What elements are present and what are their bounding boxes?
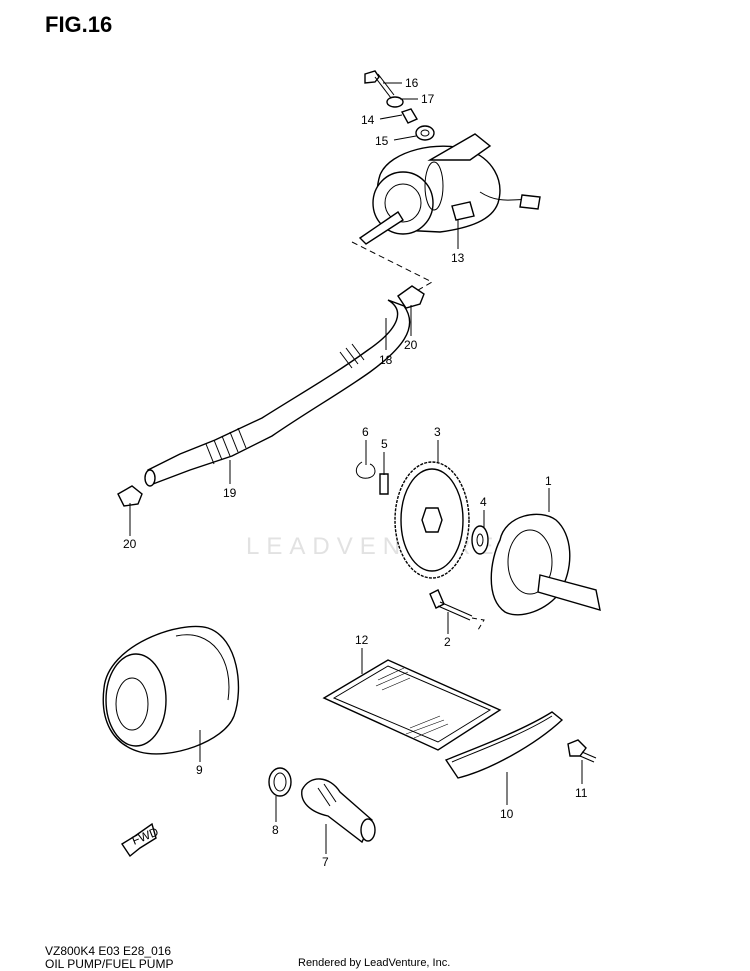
oil-strainer[interactable]	[322, 659, 502, 751]
oil-filter[interactable]	[102, 625, 240, 755]
oil-pump-group[interactable]	[355, 461, 601, 631]
fuel-hose[interactable]	[117, 285, 425, 507]
callout-12: 12	[355, 633, 369, 647]
callout-3: 3	[434, 425, 441, 439]
callout-10: 10	[500, 807, 514, 821]
gasket[interactable]	[444, 711, 564, 779]
callout-20b: 20	[123, 537, 137, 551]
callout-16: 16	[405, 76, 419, 90]
callout-9: 9	[196, 763, 203, 777]
section-name: OIL PUMP/FUEL PUMP	[45, 957, 174, 971]
figure-title: FIG.16	[45, 12, 113, 37]
callout-18: 18	[379, 353, 393, 367]
callout-19: 19	[223, 486, 237, 500]
callout-11: 11	[575, 786, 588, 800]
fuel-pump-assembly[interactable]	[351, 70, 541, 298]
callout-15: 15	[375, 134, 389, 148]
callout-labels: 16 17 14 15 13 20 18 6 5 3 4 1 19 20 2 1…	[123, 76, 588, 869]
rendered-by-credit: Rendered by LeadVenture, Inc.	[298, 957, 451, 969]
callout-4: 4	[480, 495, 487, 509]
callout-13: 13	[451, 251, 465, 265]
callout-5: 5	[381, 437, 388, 451]
callout-8: 8	[272, 823, 279, 837]
callout-2: 2	[444, 635, 451, 649]
o-ring[interactable]	[268, 767, 292, 797]
callout-20a: 20	[404, 338, 418, 352]
leader-lines	[129, 82, 583, 854]
callout-17: 17	[421, 92, 435, 106]
model-code: VZ800K4 E03 E28_016	[45, 944, 172, 958]
callout-6: 6	[362, 425, 369, 439]
callout-1: 1	[545, 474, 552, 488]
callout-7: 7	[322, 855, 329, 869]
callout-14: 14	[361, 113, 375, 127]
union-bolt[interactable]	[301, 778, 376, 844]
bolt-11[interactable]	[567, 739, 597, 763]
forward-arrow-icon: FWD	[121, 822, 161, 858]
